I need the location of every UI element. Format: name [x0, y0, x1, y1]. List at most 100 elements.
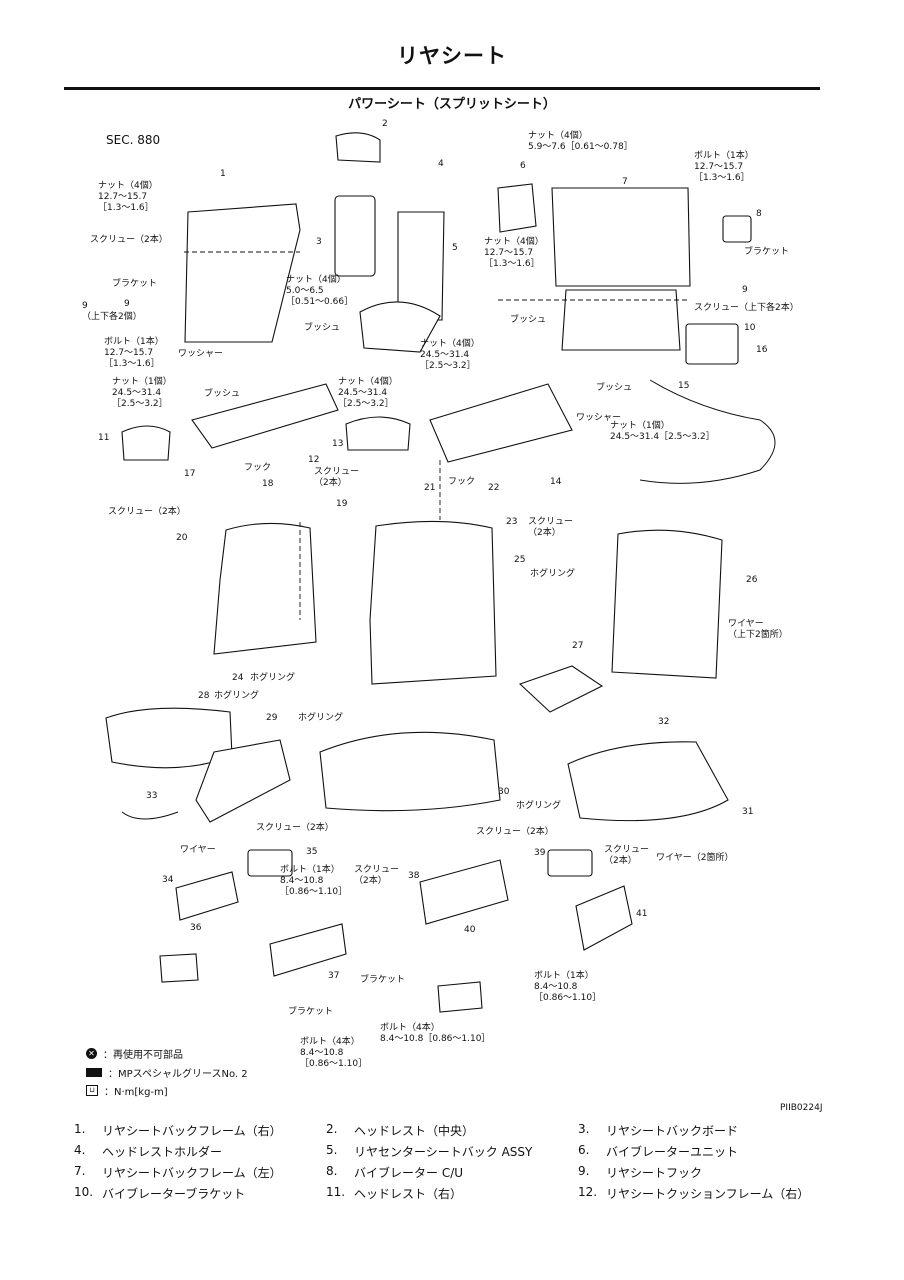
- parts-row: 7.リヤシートバックフレーム（左） 8.バイブレーター C/U 9.リヤシートフ…: [74, 1162, 844, 1183]
- callout-bolt-3: 8.4～10.8: [280, 876, 324, 886]
- callout-screw-4: スクリュー（2本）: [108, 505, 186, 517]
- callout-nut-7: 12.7～15.7: [484, 248, 533, 258]
- callout-hogring-24: ホグリング: [250, 671, 295, 683]
- callout-screw-2: スクリュー（上下各2本）: [694, 301, 799, 313]
- part-number-28: 28: [198, 691, 210, 701]
- callout-bracket-4: ブラケット: [288, 1005, 333, 1017]
- parts-row: 1.リヤシートバックフレーム（右） 2.ヘッドレスト（中央） 3.リヤシートバッ…: [74, 1120, 844, 1141]
- legend-grease: ：MPスペシャルグリースNo. 2: [86, 1065, 248, 1080]
- callout-nut-3: ナット（1個）: [112, 375, 172, 387]
- legend-text: ：再使用不可部品: [103, 1050, 183, 1061]
- callout-hook-9a: （上下各2個）: [82, 310, 142, 322]
- legend-text: ：N·m[kg-m]: [104, 1087, 168, 1098]
- spring-frame: [561, 289, 681, 351]
- callout-nut-1: 12.7～15.7: [98, 192, 147, 202]
- torque-wrench-icon: ⊔: [86, 1085, 98, 1096]
- part-number-15: 15: [678, 381, 689, 391]
- callout-wire-1: ワイヤー: [728, 619, 764, 629]
- part-number-9: 9: [742, 285, 748, 295]
- part-item: 6.バイブレーターユニット: [578, 1143, 739, 1159]
- part-number-20: 20: [176, 533, 188, 543]
- legend-no-reuse: ✕ ：再使用不可部品: [86, 1046, 183, 1061]
- part-number-2: 2: [382, 119, 388, 129]
- headrest-right: [121, 425, 171, 461]
- part-item: 8.バイブレーター C/U: [326, 1164, 464, 1180]
- parts-row: 10.バイブレーターブラケット 11.ヘッドレスト（右） 12.リヤシートクッシ…: [74, 1183, 844, 1204]
- slide-rail-left: [419, 859, 509, 925]
- cushion-trim-left: [567, 741, 729, 822]
- callout-bolt-4: 8.4～10.8: [300, 1048, 344, 1058]
- slide-rail-left-2: [575, 885, 633, 951]
- part-number-32: 32: [658, 717, 669, 727]
- callout-nut-3: ［2.5～3.2］: [112, 398, 168, 409]
- cushion-harness: [121, 811, 179, 820]
- callout-nut-2: 5.0～6.5: [286, 286, 324, 296]
- callout-bush-3: ブッシュ: [510, 313, 546, 325]
- callout-nut-4: ナット（4個）: [338, 375, 398, 387]
- part-number-25: 25: [514, 555, 525, 565]
- power-seat-cu-left: [547, 849, 593, 877]
- part-number-8: 8: [756, 209, 762, 219]
- callout-bush-4: ブッシュ: [596, 381, 632, 393]
- part-number-35: 35: [306, 847, 317, 857]
- callout-nut-3: 24.5～31.4: [112, 388, 161, 398]
- x-circle-icon: ✕: [86, 1048, 97, 1059]
- callout-hogring-30: ホグリング: [516, 799, 561, 811]
- seatback-trim-center: [369, 520, 497, 685]
- callout-hook-9a: 9: [82, 301, 88, 311]
- part-number-36: 36: [190, 923, 202, 933]
- callout-bolt-5: ボルト（4本）: [380, 1021, 440, 1033]
- callout-screw-5: （2本）: [528, 526, 561, 538]
- part-number-34: 34: [162, 875, 174, 885]
- diagram-subtitle: パワーシート（スプリットシート）: [348, 97, 556, 112]
- part-number-1: 1: [220, 169, 226, 179]
- seatback-frame-left: [551, 187, 691, 287]
- callout-bolt-2: 12.7～15.7: [694, 162, 743, 172]
- vibrator-cu: [722, 215, 752, 243]
- part-number-12: 12: [308, 455, 319, 465]
- parts-list: 1.リヤシートバックフレーム（右） 2.ヘッドレスト（中央） 3.リヤシートバッ…: [74, 1120, 844, 1204]
- part-number-3: 3: [316, 237, 322, 247]
- slide-rail-right-2: [269, 923, 347, 977]
- grease-icon: [86, 1068, 102, 1077]
- callout-wire-2: ワイヤー: [180, 845, 216, 855]
- exploded-lines: [184, 251, 690, 620]
- part-number-6: 6: [520, 161, 526, 171]
- legend-text: ：MPスペシャルグリースNo. 2: [108, 1069, 248, 1080]
- section-number: SEC. 880: [106, 133, 161, 147]
- part-number-24: 24: [232, 673, 244, 683]
- part-number-22: 22: [488, 483, 499, 493]
- callout-hogring-25: ホグリング: [530, 567, 575, 579]
- legend-torque: ⊔ ：N·m[kg-m]: [86, 1083, 168, 1098]
- callout-bush-2: ブッシュ: [204, 387, 240, 399]
- seatback-trim-left: [611, 529, 723, 679]
- callout-nut-6: ナット（4個）: [528, 129, 588, 141]
- callout-bolt-5: 8.4～10.8［0.86～1.10］: [380, 1033, 490, 1044]
- callout-nut-4: ［2.5～3.2］: [338, 398, 394, 409]
- callout-nut-5: ［2.5～3.2］: [420, 360, 476, 371]
- part-number-21: 21: [424, 483, 435, 493]
- callout-bush-1: ブッシュ: [304, 321, 340, 333]
- part-number-4: 4: [438, 159, 444, 169]
- callout-bolt-3: ボルト（1本）: [280, 863, 340, 875]
- cushion-trim-side: [195, 739, 291, 823]
- callout-bolt-2: ［1.3～1.6］: [694, 172, 750, 183]
- motor-left: [437, 981, 483, 1013]
- callout-nut-5: 24.5～31.4: [420, 350, 469, 360]
- headrest-center-2: [345, 416, 411, 451]
- part-number-13: 13: [332, 439, 343, 449]
- callout-labels: ナット（4個）12.7～15.7［1.3～1.6］スクリュー（2本）ブラケット9…: [82, 129, 799, 1069]
- vibrator-unit: [497, 183, 537, 233]
- part-number-30: 30: [498, 787, 510, 797]
- part-number-17: 17: [184, 469, 195, 479]
- heater-pad: [518, 665, 604, 713]
- slide-rail-right: [175, 871, 239, 921]
- part-number-9: 9: [124, 299, 130, 309]
- part-item: 1.リヤシートバックフレーム（右）: [74, 1122, 282, 1138]
- part-item: 11.ヘッドレスト（右）: [326, 1185, 463, 1201]
- headrest-center: [335, 132, 381, 163]
- callout-hogring-28: ホグリング: [214, 689, 259, 701]
- cushion-frame-left: [429, 383, 573, 463]
- callout-nut-4: 24.5～31.4: [338, 388, 387, 398]
